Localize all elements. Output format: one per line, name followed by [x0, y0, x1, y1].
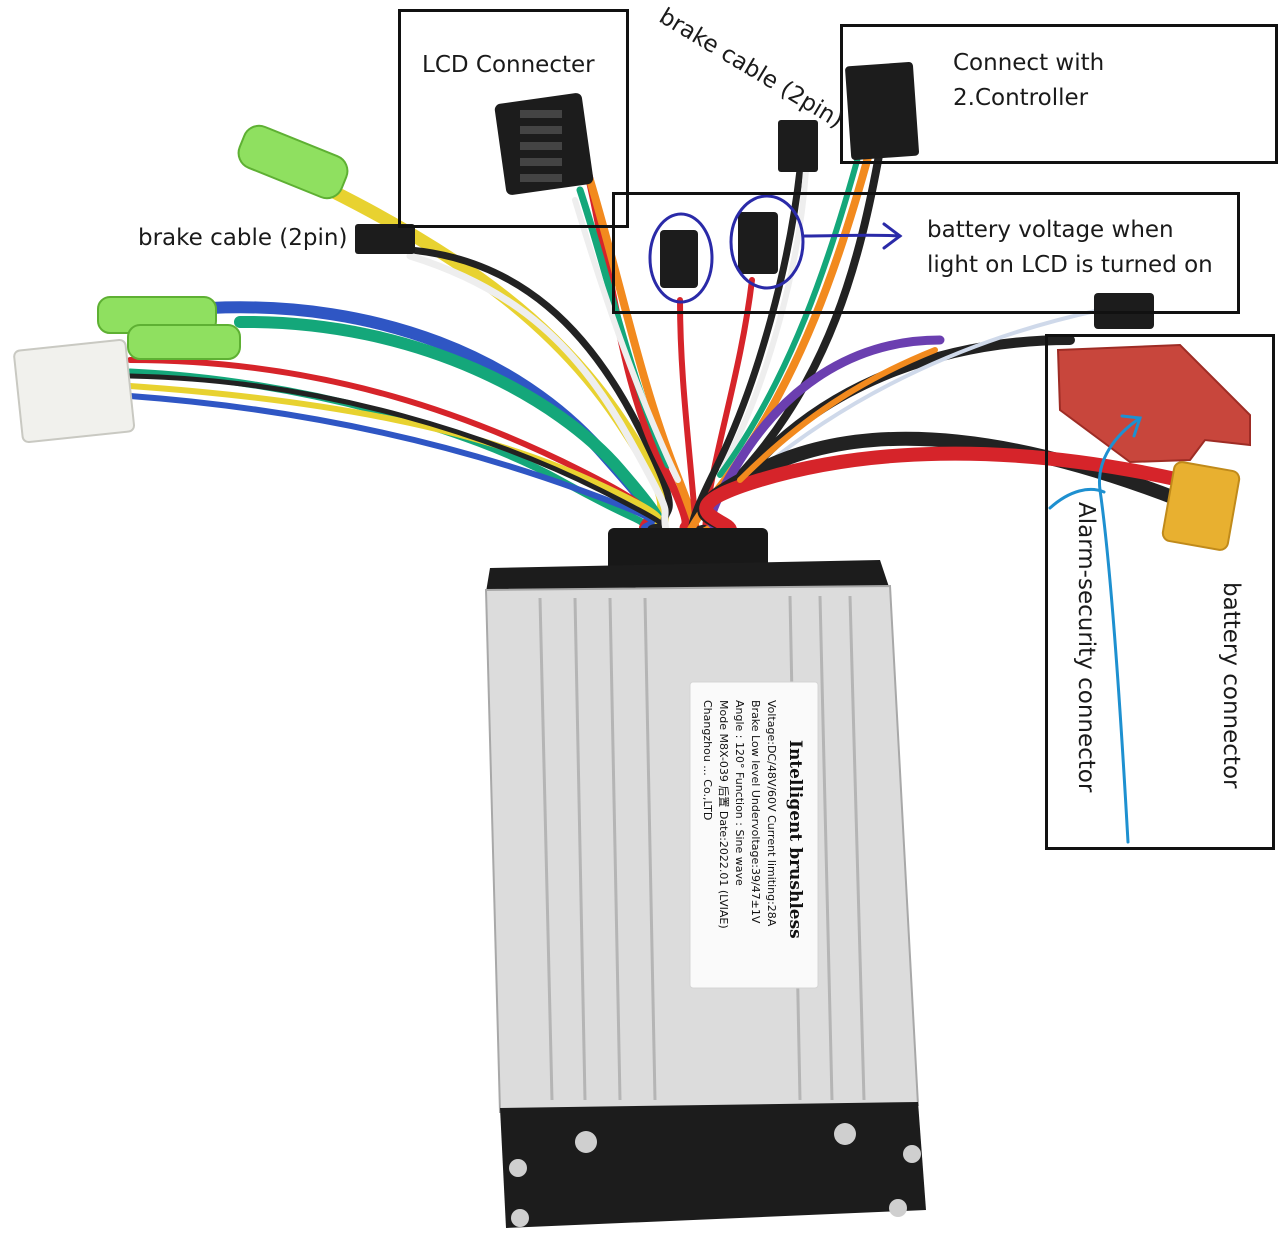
wire-orange-right: [737, 347, 938, 483]
battery-voltage-label-2: light on LCD is turned on: [927, 252, 1213, 278]
arrow-battery-voltage-head: [882, 222, 903, 250]
controller-connect-box: [840, 24, 1278, 164]
brake-cable-left-label: brake cable (2pin): [138, 225, 348, 251]
sticker-text: Intelligent brushless Voltage:DC/48V/60V…: [701, 700, 805, 939]
battery-voltage-box: [612, 192, 1240, 314]
wire-white-brake-top: [719, 167, 809, 473]
arrow-battery-voltage: [802, 233, 902, 238]
wire-yellow-left-2: [127, 383, 663, 533]
wire-blue-left-2: [127, 393, 655, 533]
lcd-connector-label: LCD Connecter: [422, 52, 595, 78]
white-multi-pin-connector: [13, 338, 136, 444]
screw-5: [511, 1209, 529, 1227]
sticker-line: Brake Low level Undervoltage:39/47±1V: [749, 700, 762, 924]
wire-red-lcd: [581, 156, 690, 534]
screw-1: [575, 1131, 597, 1153]
screw-4: [903, 1145, 921, 1163]
controller-unit: [484, 528, 926, 1228]
arrow-alarm: [1097, 416, 1142, 844]
arrow-alarm-head: [1120, 414, 1143, 438]
sticker-line: Changzhou ... Co.,LTD: [701, 700, 714, 820]
connectors: [13, 62, 1251, 551]
circle-tap-connector-1: [648, 212, 714, 304]
wire-white-thin-alarm: [746, 308, 1102, 482]
lcd-connector-pins: [520, 110, 562, 182]
controller-sticker: [689, 681, 819, 989]
controller-connector: [845, 62, 919, 160]
sticker-title: Intelligent brushless: [785, 740, 805, 939]
battery-connector-label: battery connector: [1218, 582, 1244, 789]
sticker-line: Angle : 120° Function : Sine wave: [733, 700, 746, 886]
screw-2: [834, 1123, 856, 1145]
screw-6: [889, 1199, 907, 1217]
tap-connector-1: [660, 230, 698, 288]
annotation-marks: [648, 194, 1143, 844]
brake-connector-top: [778, 120, 818, 172]
arrow-alarm-left: [1048, 487, 1106, 510]
battery-voltage-label-1: battery voltage when: [927, 217, 1174, 243]
brake-connector-left: [355, 224, 415, 254]
red-alarm-connector: [1056, 343, 1251, 464]
controller-bottom-cap: [500, 1102, 926, 1228]
alarm-battery-box: [1045, 334, 1275, 850]
yellow-battery-connector: [1161, 461, 1241, 551]
green-bullet-connector-top: [237, 124, 349, 200]
sticker-line: Mode M8X-039 后置 Date:2022.01 (LVIAE): [717, 700, 730, 929]
wire-white-lcd: [572, 197, 681, 483]
alarm-security-connector-label: Alarm-security connector: [1073, 502, 1099, 793]
controller-connect-label-2: 2.Controller: [953, 85, 1089, 111]
controller-connect-label-1: Connect with: [953, 50, 1105, 76]
circle-tap-connector-2: [729, 194, 805, 290]
screw-3: [509, 1159, 527, 1177]
wire-white-brake-left: [406, 252, 670, 534]
heatsink-fins: [538, 595, 866, 1101]
green-bullet-connector-left-2: [127, 324, 241, 360]
wire-red-left: [127, 357, 652, 533]
controller-top-cap: [486, 560, 890, 592]
sticker-line: Voltage:DC/48V/60V Current limiting:28A: [765, 700, 778, 927]
lcd-connector-box: [398, 9, 629, 228]
wire-red-tap: [677, 297, 699, 533]
tap-connector-2: [738, 212, 778, 274]
